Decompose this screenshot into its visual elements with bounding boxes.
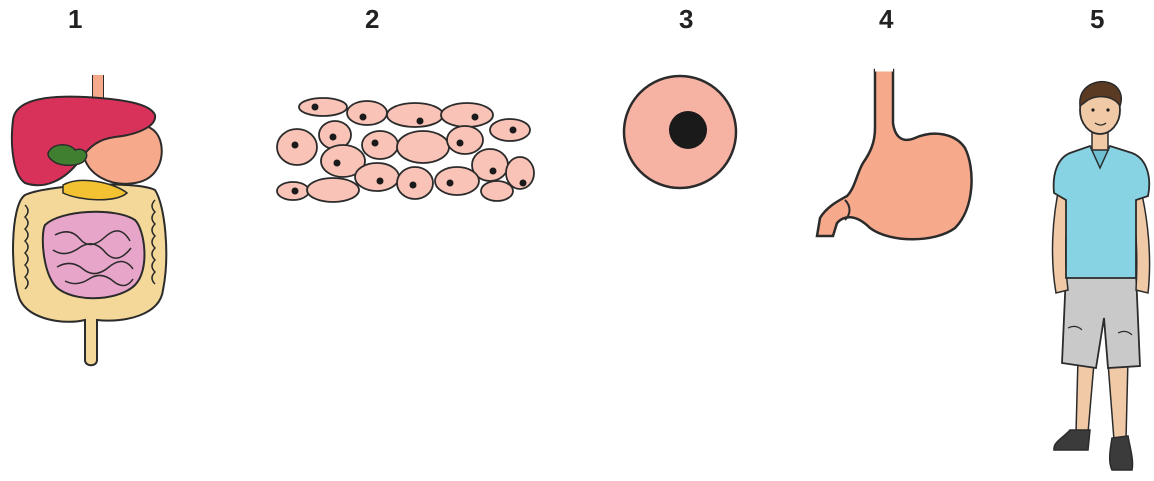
label-1: 1 xyxy=(68,6,82,32)
label-2: 2 xyxy=(365,6,379,32)
label-4: 4 xyxy=(879,6,893,32)
label-3: 3 xyxy=(679,6,693,32)
tissue-icon xyxy=(275,95,535,205)
digestive-system-icon xyxy=(5,75,175,375)
label-5: 5 xyxy=(1090,6,1104,32)
stomach-icon xyxy=(815,68,975,243)
person-icon xyxy=(1048,78,1154,478)
cell-icon xyxy=(620,72,740,192)
